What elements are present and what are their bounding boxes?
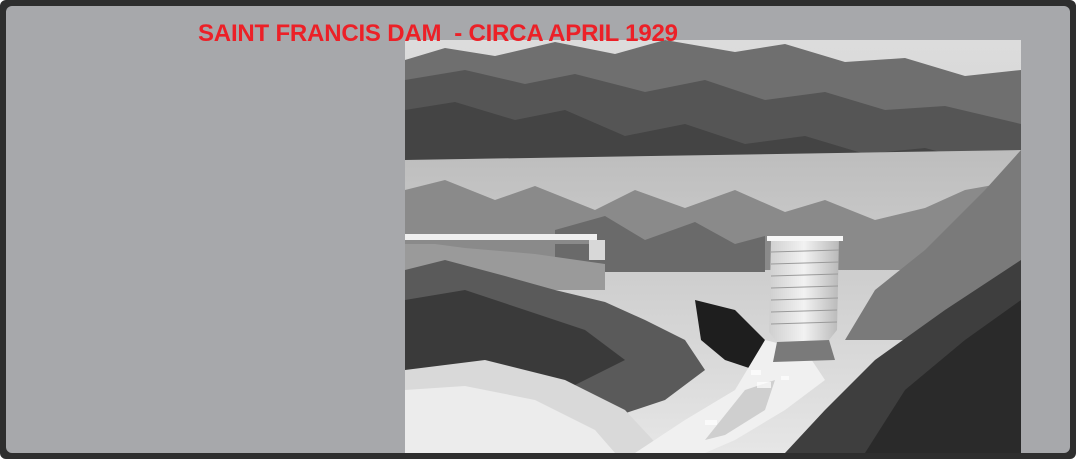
slide-title: SAINT FRANCIS DAM - CIRCA APRIL 1929: [198, 20, 678, 47]
dam-ruins-photo: [405, 40, 1021, 453]
slide-panel: SAINT FRANCIS DAM - CIRCA APRIL 1929: [6, 6, 1070, 453]
